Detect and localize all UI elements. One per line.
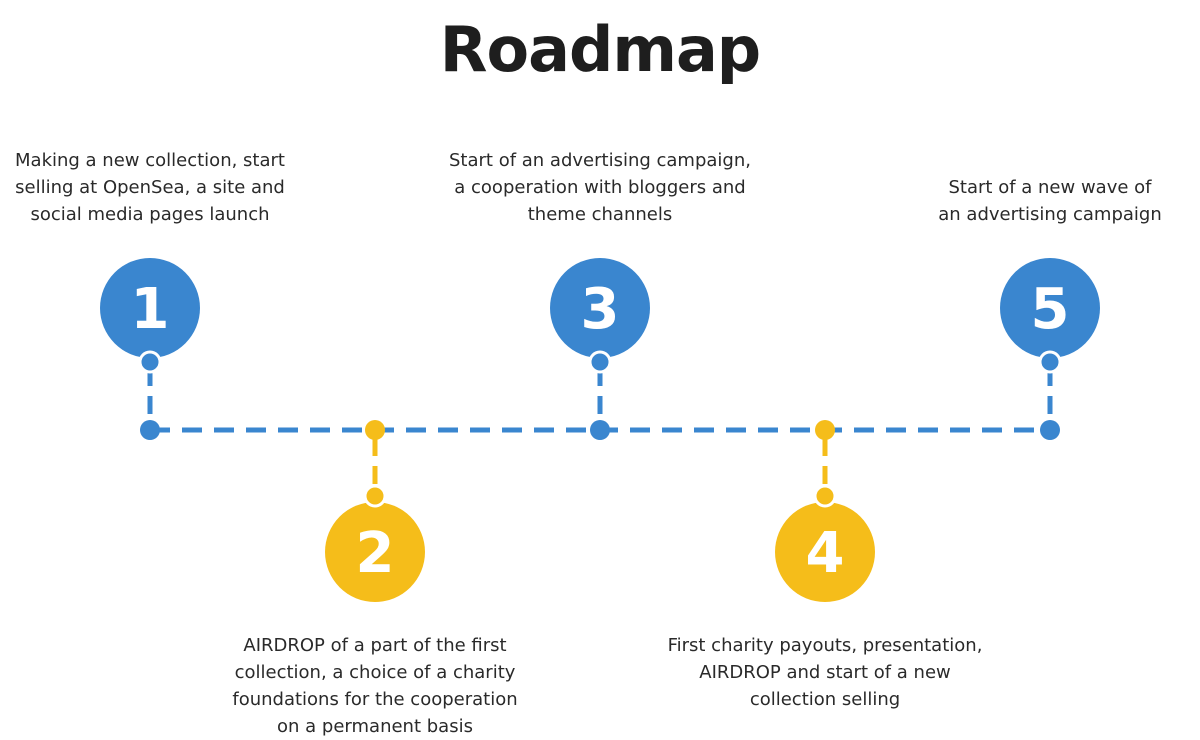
description-line: foundations for the cooperation [232, 689, 518, 710]
description-line: Making a new collection, start [15, 150, 285, 171]
description-line: a cooperation with bloggers and [454, 177, 746, 198]
description-line: Start of a new wave of [948, 177, 1152, 198]
circle-dot [363, 484, 387, 508]
description-line: collection selling [749, 689, 901, 710]
description-line: AIRDROP of a part of the first [243, 635, 507, 656]
step-number: 3 [581, 277, 620, 342]
step-circle [550, 258, 650, 358]
description-line: AIRDROP and start of a new [699, 662, 951, 683]
description-line: on a permanent basis [277, 716, 473, 737]
axis-dot [590, 420, 610, 440]
step-description-3: Start of an advertising campaign, a coope… [420, 147, 780, 228]
step-description-5: Start of a new wave of an advertising cam… [870, 174, 1200, 228]
axis-dot [365, 420, 385, 440]
step-circle [100, 258, 200, 358]
milestone-5: 5 [1000, 258, 1100, 440]
axis-dot [1040, 420, 1060, 440]
circle-dot [138, 350, 162, 374]
axis-dot [140, 420, 160, 440]
description-line: collection, a choice of a charity [234, 662, 516, 683]
description-line: First charity payouts, presentation, [667, 635, 983, 656]
step-circle [1000, 258, 1100, 358]
circle-dot [588, 350, 612, 374]
circle-dot [813, 484, 837, 508]
milestone-1: 1 [100, 258, 200, 440]
description-line: theme channels [527, 204, 673, 225]
step-description-1: Making a new collection, start selling at… [0, 147, 330, 228]
description-line: selling at OpenSea, a site and [15, 177, 285, 198]
step-number: 5 [1031, 277, 1070, 342]
description-line: social media pages launch [30, 204, 270, 225]
step-number: 2 [356, 521, 395, 586]
step-description-2: AIRDROP of a part of the first collection… [195, 632, 555, 740]
step-circle [775, 502, 875, 602]
page-title: Roadmap [439, 13, 761, 86]
step-circle [325, 502, 425, 602]
milestone-4: 4 [775, 420, 875, 602]
description-line: an advertising campaign [938, 204, 1162, 225]
axis-dot [815, 420, 835, 440]
circle-dot [1038, 350, 1062, 374]
step-description-4: First charity payouts, presentation, AIRD… [645, 632, 1005, 713]
milestone-2: 2 [325, 420, 425, 602]
step-number: 1 [131, 277, 170, 342]
step-number: 4 [806, 521, 845, 586]
description-line: Start of an advertising campaign, [449, 150, 751, 171]
milestone-3: 3 [550, 258, 650, 440]
